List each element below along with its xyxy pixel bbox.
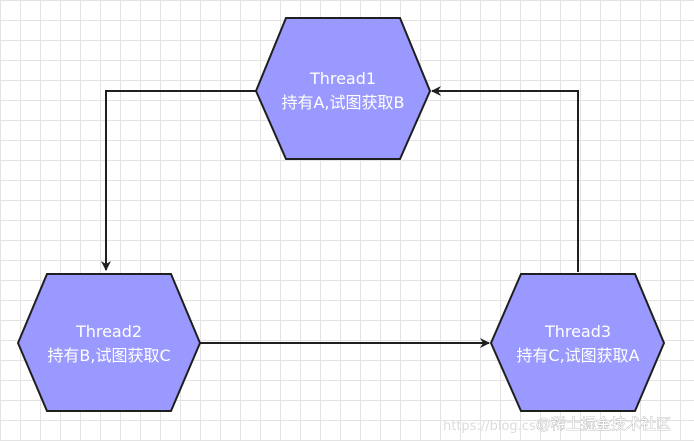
- node-thread1-title: Thread1: [309, 69, 376, 88]
- edge-thread1-to-thread2: [101, 90, 256, 271]
- node-thread1-shape: [254, 17, 432, 160]
- node-thread3: Thread3 持有C,试图获取A: [489, 273, 666, 412]
- watermark-brand: @稀土掘金技术社区: [536, 415, 671, 433]
- watermark-url: https://blog.csd: [443, 419, 544, 434]
- node-thread2: Thread2 持有B,试图获取C: [16, 273, 202, 412]
- node-thread3-shape: [489, 273, 666, 412]
- edges: [101, 86, 579, 348]
- node-thread2-title: Thread2: [75, 322, 142, 341]
- node-thread3-desc: 持有C,试图获取A: [516, 346, 639, 365]
- watermark: https://blog.csd @稀土掘金技术社区: [443, 415, 671, 434]
- node-thread3-title: Thread3: [544, 322, 611, 341]
- node-thread2-shape: [16, 273, 202, 412]
- edge-thread3-to-thread1: [431, 86, 579, 272]
- node-thread2-desc: 持有B,试图获取C: [47, 346, 170, 365]
- node-thread1: Thread1 持有A,试图获取B: [254, 17, 432, 160]
- node-thread1-desc: 持有A,试图获取B: [281, 93, 404, 112]
